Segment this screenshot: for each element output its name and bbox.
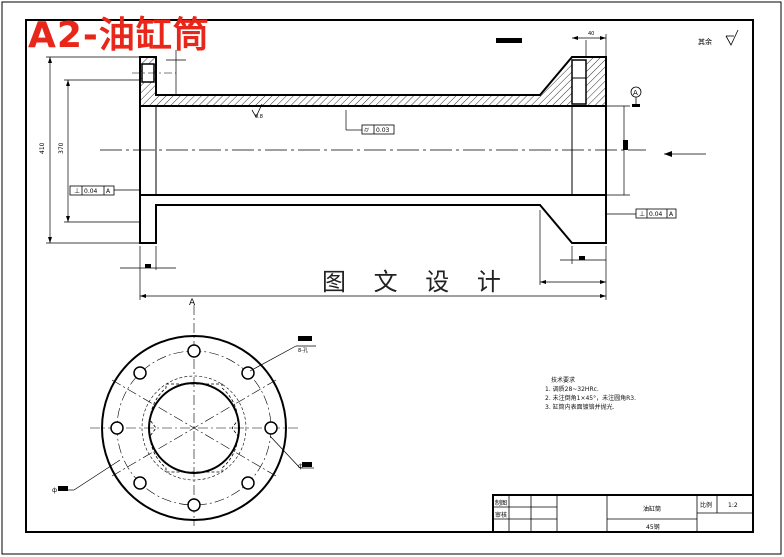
top-right-flange-hatch: [586, 57, 606, 106]
title-block-scale-value: 1:2: [728, 502, 738, 509]
svg-text:⊥: ⊥: [74, 187, 80, 195]
end-callout-markers: [58, 336, 312, 491]
perpendicularity-frame-left: ⊥: [69, 185, 140, 196]
view-direction-arrow: [664, 151, 706, 157]
outer-circle-callout: ф: [52, 487, 57, 494]
perp-right-value: 0.04: [649, 211, 663, 218]
svg-text:⊥: ⊥: [639, 210, 645, 218]
end-callout-leaders: [60, 345, 316, 491]
top-left-flange-hatch: [140, 57, 572, 106]
section-view: [100, 56, 646, 244]
end-view: [90, 305, 298, 526]
cylindricity-value: 0.03: [376, 127, 390, 134]
end-bolt-holes: [110, 344, 278, 512]
datum-a-label: A: [633, 89, 638, 97]
right-bolt-hole: [571, 59, 587, 105]
title-block-drawn: 制图: [495, 499, 507, 507]
tech-item-1: 1. 调质28~32HRc.: [545, 386, 599, 393]
drawing-title: A2-油缸筒: [28, 15, 210, 56]
section-a-label: A: [189, 298, 196, 308]
datum-a-symbol: [630, 86, 642, 107]
watermark-text: 图 文 设 计: [322, 268, 511, 296]
tech-heading: 技术要求: [551, 377, 576, 384]
title-block-part-name: 油缸筒: [643, 505, 661, 513]
title-block-scale-label: 比例: [700, 501, 712, 509]
cylindricity-frame: ⌭: [345, 110, 395, 135]
technical-requirements: 技术要求 1. 调质28~32HRc. 2. 未注倒角1×45°，未注圆角R3.…: [545, 376, 636, 412]
surface-note: 其余: [698, 37, 712, 46]
bolt-hole-callout: 8-孔: [298, 347, 308, 354]
tech-item-3: 3. 缸筒内表面镀铬并抛光.: [545, 404, 615, 411]
dim-overall-dia: 410: [39, 142, 46, 154]
perp-right-datum: A: [669, 211, 674, 218]
title-block-checked: 审核: [495, 511, 507, 519]
perpendicularity-frame-right: ⊥: [606, 208, 677, 219]
roughness-symbol: [251, 103, 263, 118]
inner-border: [25, 19, 754, 533]
dim-bore-dia: 370: [58, 142, 65, 154]
title-block: [492, 494, 754, 533]
perp-left-datum: A: [106, 188, 111, 195]
perp-left-value: 0.04: [84, 188, 98, 195]
dim-flange-step: 40: [588, 31, 594, 37]
surface-note-symbol: [725, 29, 739, 46]
dimension-lines: [46, 34, 630, 300]
tech-item-2: 2. 未注倒角1×45°，未注圆角R3.: [545, 395, 637, 402]
arrow-heads: [48, 36, 606, 298]
title-block-material: 45钢: [646, 523, 660, 531]
pitch-circle-callout: ф: [298, 463, 303, 470]
svg-text:⌭: ⌭: [364, 126, 369, 134]
roughness-value: 0.8: [255, 114, 263, 120]
dimension-markers: [145, 38, 628, 268]
